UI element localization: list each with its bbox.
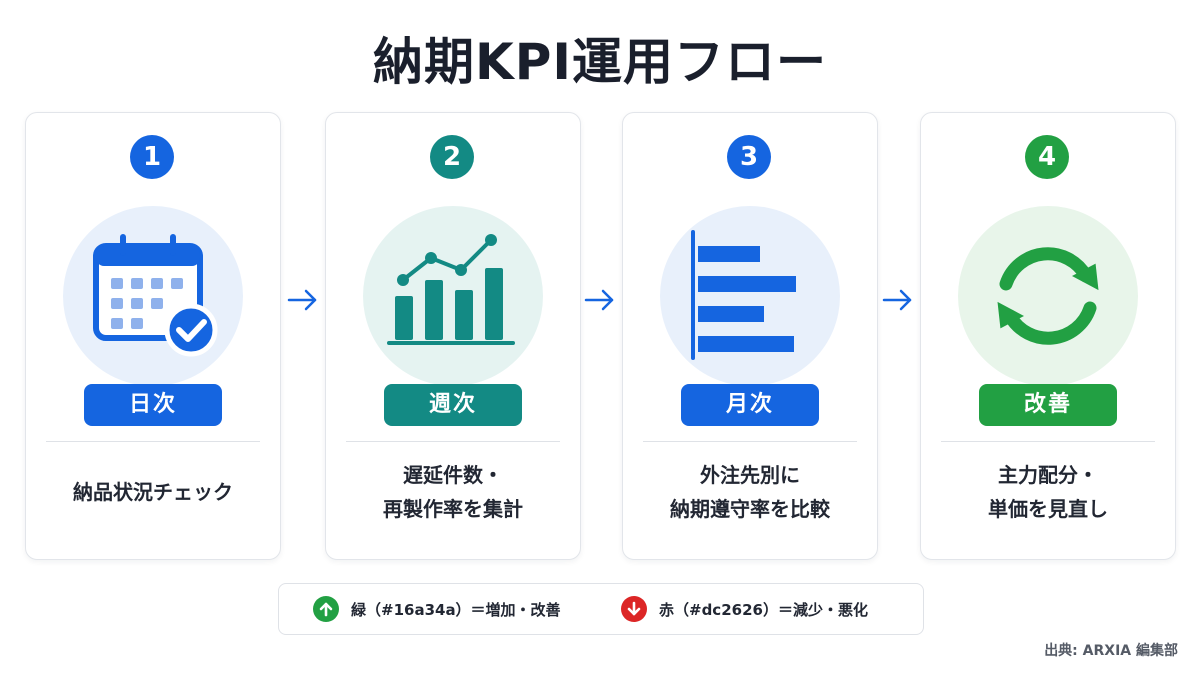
page-title: 納期KPI運用フロー (373, 33, 827, 91)
icon-circle (63, 206, 243, 386)
step-number-badge: 2 (430, 135, 474, 179)
legend-text-decrease: 赤（#dc2626）＝減少・悪化 (659, 600, 868, 619)
color-legend: 緑（#16a34a）＝増加・改善 赤（#dc2626）＝減少・悪化 (278, 583, 924, 635)
step-number-badge: 3 (727, 135, 771, 179)
period-pill: 日次 (84, 384, 222, 426)
divider (46, 441, 260, 442)
divider (643, 441, 857, 442)
step-card-improvement: 4 改善 主力配分・ 単価を見直し (920, 112, 1176, 560)
step-description-line: 外注先別に (700, 463, 800, 487)
step-number-badge: 4 (1025, 135, 1069, 179)
refresh-cycle-icon (997, 247, 1099, 345)
step-description: 主力配分・ 単価を見直し (931, 453, 1165, 531)
calendar-check-icon (93, 234, 218, 357)
icon-circle (660, 206, 840, 386)
divider (346, 441, 560, 442)
step-description-line: 主力配分・ (998, 463, 1098, 487)
arrow-down-icon (621, 596, 647, 622)
step-description-line: 単価を見直し (988, 497, 1108, 521)
period-pill: 週次 (384, 384, 522, 426)
step-description-line: 納期遵守率を比較 (670, 497, 830, 521)
period-pill: 月次 (681, 384, 819, 426)
step-description-line: 遅延件数・ (403, 463, 503, 487)
arrow-right-icon (584, 289, 614, 311)
divider (941, 441, 1155, 442)
arrow-right-icon (287, 289, 317, 311)
step-number-badge: 1 (130, 135, 174, 179)
bar-line-chart-icon (387, 234, 515, 345)
step-description: 外注先別に 納期遵守率を比較 (633, 453, 867, 531)
step-description-line: 再製作率を集計 (383, 497, 523, 521)
icon-circle (958, 206, 1138, 386)
step-description: 遅延件数・ 再製作率を集計 (336, 453, 570, 531)
step-description: 納品状況チェック (36, 453, 270, 531)
period-pill: 改善 (979, 384, 1117, 426)
legend-text-increase: 緑（#16a34a）＝増加・改善 (351, 600, 561, 619)
icon-circle (363, 206, 543, 386)
step-card-daily: 1 日次 納品状況チェック (25, 112, 281, 560)
legend-item-increase: 緑（#16a34a）＝増加・改善 (313, 596, 561, 622)
arrow-up-icon (313, 596, 339, 622)
arrow-right-icon (882, 289, 912, 311)
step-card-monthly: 3 月次 外注先別に 納期遵守率を比較 (622, 112, 878, 560)
step-card-weekly: 2 週次 遅延件数・ 再製作率を集計 (325, 112, 581, 560)
step-description-line: 納品状況チェック (73, 480, 233, 504)
legend-item-decrease: 赤（#dc2626）＝減少・悪化 (621, 596, 868, 622)
horizontal-bar-chart-icon (691, 230, 796, 360)
source-credit: 出典: ARXIA 編集部 (1044, 643, 1178, 659)
